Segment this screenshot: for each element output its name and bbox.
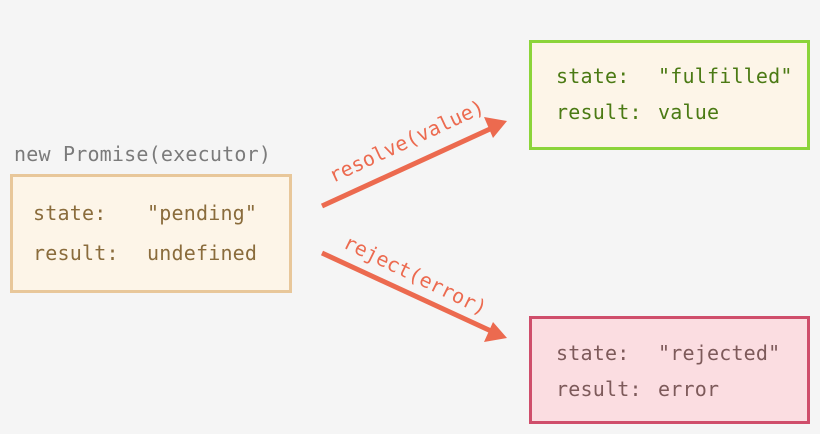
result-key: result: — [556, 377, 642, 401]
state-value: "rejected" — [658, 341, 781, 365]
state-value: "fulfilled" — [658, 64, 793, 88]
reject-arrowhead — [484, 322, 507, 342]
result-value: undefined — [147, 241, 258, 265]
result-value: error — [658, 377, 720, 401]
reject-arrow: reject(error) — [320, 230, 507, 342]
rejected-state-box: state: "rejected" result: error — [529, 316, 810, 424]
state-key: state: — [556, 341, 630, 365]
reject-label: reject(error) — [340, 230, 491, 320]
constructor-caption: new Promise(executor) — [14, 142, 272, 166]
state-value: "pending" — [147, 201, 258, 225]
result-value: value — [658, 100, 720, 124]
result-key: result: — [33, 241, 119, 265]
fulfilled-state-box: state: "fulfilled" result: value — [529, 40, 810, 150]
state-key: state: — [556, 64, 630, 88]
result-key: result: — [556, 100, 642, 124]
resolve-arrowhead — [484, 117, 507, 138]
pending-state-box: state: "pending" result: undefined — [10, 174, 292, 293]
resolve-arrow: resolve(value) — [320, 95, 507, 209]
state-key: state: — [33, 201, 107, 225]
